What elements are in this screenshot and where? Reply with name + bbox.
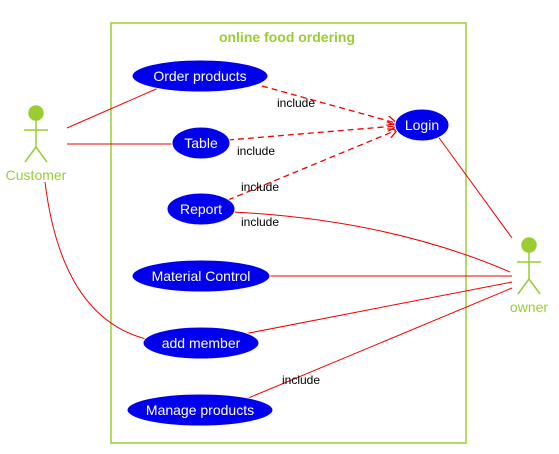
use-case-manage-products-shape[interactable] [126, 393, 274, 427]
use-case-login-shape[interactable] [394, 108, 450, 142]
include-label-order: include [277, 96, 315, 110]
include-label-report-owner: include [241, 215, 279, 229]
use-case-login[interactable]: Login [394, 108, 450, 142]
association-lines [44, 85, 513, 400]
actor-customer-right-leg [35, 146, 48, 163]
actor-owner-left-leg [517, 278, 530, 295]
actor-customer[interactable] [24, 105, 48, 163]
use-case-material-control-label: Material Control [152, 268, 251, 284]
actor-customer-left-leg [24, 146, 37, 163]
use-case-login-label: Login [405, 117, 439, 133]
use-case-material-control-shape[interactable] [131, 259, 271, 293]
actor-owner[interactable] [517, 237, 541, 295]
assoc-login-owner [436, 134, 513, 239]
use-case-report-shape[interactable] [166, 192, 236, 226]
use-case-report[interactable]: Report [166, 192, 236, 226]
use-case-add-member-label: add member [162, 335, 241, 351]
use-case-manage-products[interactable]: Manage products [126, 393, 274, 427]
use-case-add-member-shape[interactable] [142, 326, 260, 360]
include-label-report-login: include [241, 180, 279, 194]
use-case-material-control[interactable]: Material Control [131, 259, 271, 293]
use-case-report-label: Report [180, 201, 222, 217]
include-label-table: include [237, 144, 275, 158]
use-case-order-products-shape[interactable] [131, 59, 269, 93]
include-table-login [227, 126, 396, 141]
use-case-manage-products-label: Manage products [146, 402, 254, 418]
actor-owner-head [521, 237, 537, 253]
system-title: online food ordering [219, 29, 355, 45]
include-label-manage: include [282, 373, 320, 387]
use-case-order-products[interactable]: Order products [131, 59, 269, 93]
use-case-order-products-label: Order products [153, 68, 246, 84]
actor-customer-head [28, 105, 44, 121]
include-report-login [227, 130, 397, 201]
include-order-products-login [261, 85, 396, 123]
actor-owner-label: owner [510, 299, 548, 315]
assoc-report-owner [232, 211, 511, 273]
system-boundary [110, 22, 467, 444]
assoc-manage-products-owner [245, 287, 513, 400]
assoc-customer-order-products [66, 85, 164, 129]
assoc-add-member-owner [243, 281, 513, 335]
actor-owner-right-leg [528, 278, 541, 295]
use-case-table-shape[interactable] [171, 126, 231, 160]
actor-customer-label: Customer [6, 167, 67, 183]
assoc-customer-add-member [44, 181, 151, 341]
include-lines [227, 85, 397, 201]
use-case-table-label: Table [184, 135, 218, 151]
use-case-table[interactable]: Table [171, 126, 231, 160]
use-case-add-member[interactable]: add member [142, 326, 260, 360]
